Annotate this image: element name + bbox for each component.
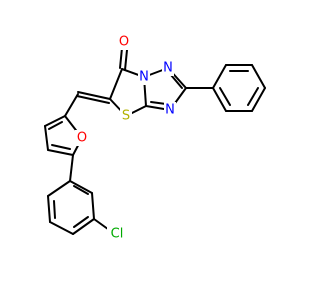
atom-backdrop [120,108,132,124]
furan-oxygen-atom: O [75,130,89,146]
bond-ph-4 [251,87,266,112]
bond-ch-furan [64,93,79,117]
bond-ar-inner-2 [73,216,89,228]
bond-ar-5 [47,195,51,223]
chemical-structure: O N N N S O Cl [44,34,266,242]
triazole-nitrogen-4-label: N [165,103,175,118]
bond-furan-aryl [69,154,74,182]
bond-ph-inner-2 [247,87,259,106]
bridge-nitrogen-atom: N [138,69,150,85]
triazole-nitrogen-2-label: N [163,61,173,76]
bond-furan-3 [47,149,74,156]
chlorine-atom: Cl [107,226,127,242]
carbonyl-oxygen-label: O [119,35,129,50]
bond-furan-2 [44,125,49,151]
atom-backdrop [117,34,131,50]
bond-ph-6 [212,87,227,112]
bond-c6-ch-a [77,91,111,100]
atom-backdrop [107,226,127,242]
furan-oxygen-label: O [77,131,87,146]
bond-ar-inner-3 [53,200,56,219]
bridge-nitrogen-label: N [139,70,149,85]
bond-furan-1 [44,115,66,127]
bond-furan-3-inner [51,144,71,150]
atom-label-layer: O N N N S O Cl [75,34,176,242]
bond-c7-o-a [119,47,123,69]
chlorine-label: Cl [111,227,124,242]
bond-n2-c3-b [170,74,183,89]
atom-backdrop [162,60,174,76]
bond-n4-c8a-b [150,101,167,105]
bond-ar-3 [72,218,95,235]
bond-c6-ch-b [76,95,110,104]
bond-c7-o-b [124,49,128,71]
thiazole-sulfur-atom: S [120,108,132,124]
carbonyl-oxygen-atom: O [117,34,131,50]
bond-furan-1-inner [48,121,63,130]
triazole-nitrogen-4-atom: N [164,102,176,118]
atom-backdrop [138,69,150,85]
atom-backdrop [75,130,89,146]
bond-ph-inner-3 [219,87,231,106]
atom-backdrop [164,102,176,118]
bond-ar-inner-1 [73,185,89,195]
bond-ph-3 [251,64,266,89]
bond-ar-1 [69,180,93,194]
bond-ar-4 [49,221,74,235]
bond-ar-2 [91,192,95,220]
bond-c6-c7 [109,68,123,100]
bond-ar-6 [47,180,71,197]
triazole-nitrogen-2-atom: N [162,60,174,76]
bond-ph-1 [212,64,227,89]
thiazole-sulfur-label: S [122,109,130,124]
